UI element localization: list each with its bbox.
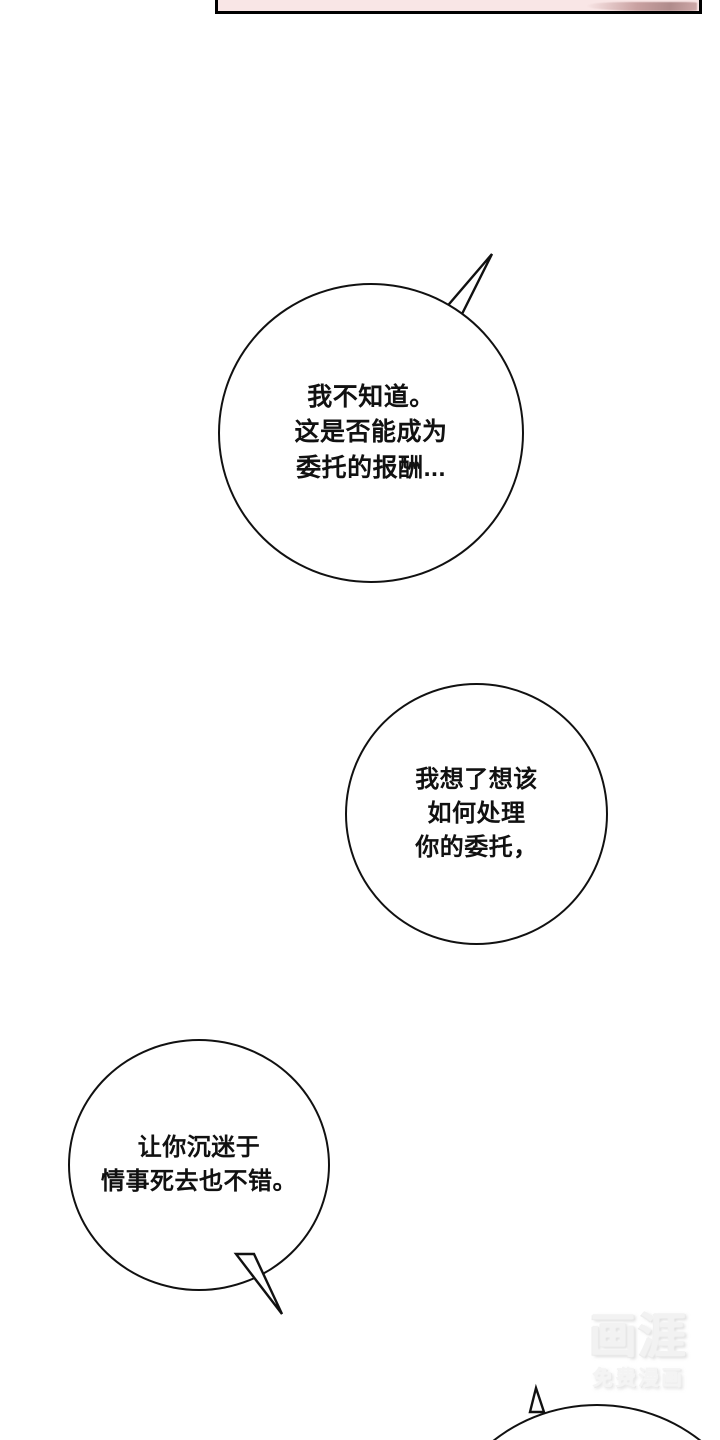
speech-bubble-1-text: 我不知道。 这是否能成为 委托的报酬...: [294, 382, 448, 482]
panel-art-smudge: [587, 2, 697, 11]
speech-bubble-3-text: 让你沉迷于 情事死去也不错。: [101, 1133, 297, 1195]
speech-bubble-2-text: 我想了想该 如何处理 你的委托，: [415, 765, 538, 862]
watermark: 画涯 免费漫画: [563, 1313, 713, 1418]
previous-panel-remnant: [215, 0, 702, 14]
speech-bubble-4[interactable]: [432, 1404, 720, 1440]
watermark-subtitle: 免费漫画: [592, 1367, 684, 1390]
speech-bubble-1[interactable]: 我不知道。 这是否能成为 委托的报酬...: [218, 283, 524, 583]
speech-bubble-3[interactable]: 让你沉迷于 情事死去也不错。: [68, 1039, 330, 1291]
speech-bubble-2[interactable]: 我想了想该 如何处理 你的委托，: [345, 683, 608, 945]
watermark-logo: 画涯: [588, 1310, 687, 1363]
